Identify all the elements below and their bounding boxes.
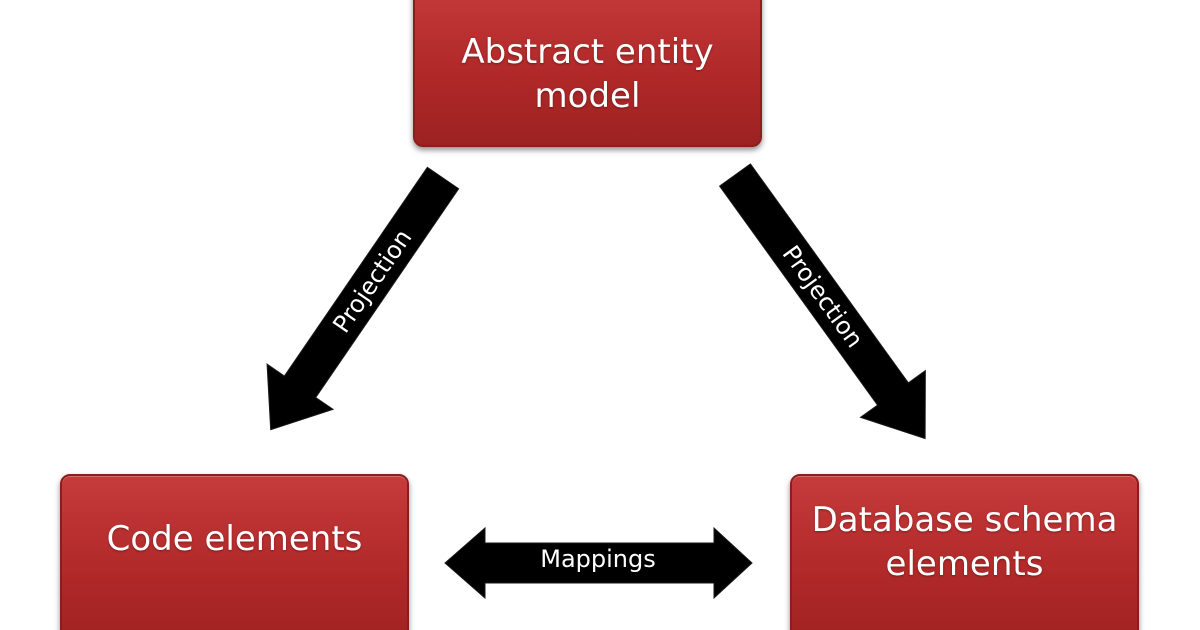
code-elements-box: Code elements: [60, 474, 409, 630]
code-elements-label: Code elements: [106, 519, 363, 559]
database-schema-line1: Database schema: [811, 499, 1118, 540]
right-projection-arrow: Projection: [718, 163, 926, 440]
mappings-label: Mappings: [540, 545, 656, 573]
abstract-entity-model-box: Abstract entity model: [413, 0, 762, 147]
abstract-entity-model-line1: Abstract entity: [461, 31, 714, 72]
abstract-entity-model-line2: model: [534, 75, 641, 116]
left-projection-label: Projection: [327, 224, 417, 338]
database-schema-line2: elements: [885, 543, 1044, 584]
right-projection-label: Projection: [777, 240, 869, 353]
database-schema-elements-box: Database schema elements: [790, 474, 1139, 630]
mappings-arrow: Mappings: [444, 526, 753, 600]
left-projection-arrow: Projection: [266, 166, 460, 431]
